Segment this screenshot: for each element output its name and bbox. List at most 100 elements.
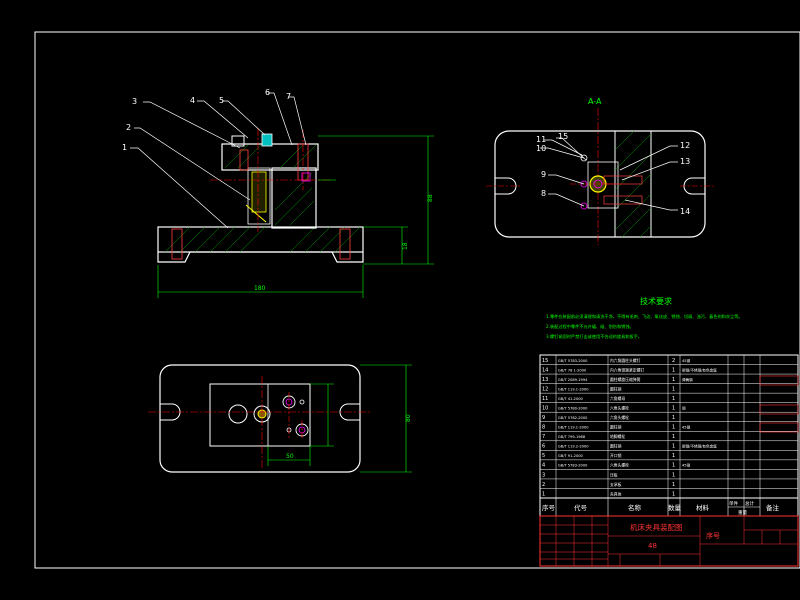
bom-cell: 支承板	[610, 482, 622, 487]
bom-cell: 1	[672, 425, 675, 431]
balloon-3: 3	[132, 97, 137, 106]
section-view	[486, 108, 714, 245]
bom-cell: 圆柱销	[610, 444, 622, 449]
bom-cell: 3	[542, 472, 545, 478]
top-dim-right: 80	[405, 414, 412, 422]
balloon-2: 2	[126, 123, 131, 132]
front-leaders	[130, 92, 307, 229]
bom-cell: 内六角圆柱头螺钉	[610, 358, 641, 363]
bom-cell: GB/T 41-2000	[558, 397, 584, 401]
bom-cell: GB/T 119.2-2000	[558, 445, 589, 449]
bom-cell: 圆柱销	[610, 425, 622, 430]
bom-cell: 六角螺母	[610, 396, 625, 401]
bom-cell: 45钢	[682, 358, 691, 363]
bom-cell: 六角头螺栓	[610, 463, 629, 468]
bom-cell: 钢	[682, 406, 686, 411]
front-view	[130, 92, 434, 298]
balloon-8: 8	[541, 189, 546, 198]
notes-line-2: 2.装配过程中零件不允许磕、碰、划伤和锈蚀。	[546, 323, 634, 330]
balloon-5: 5	[219, 96, 224, 105]
balloon-1: 1	[122, 143, 127, 152]
dim-height-total: 88	[427, 194, 434, 202]
top-dim-bottom: 50	[286, 453, 294, 460]
dim-height-base: 18	[402, 242, 409, 250]
section-title: A-A	[588, 97, 602, 106]
technical-notes: 技术要求 1.零件在装配前必须清理和清洗干净，不得有毛刺、飞边、氧化皮、锈蚀、切…	[546, 296, 743, 340]
top-view	[148, 364, 412, 473]
no-label: 序号	[706, 531, 720, 540]
bom-cell: 圆柱螺旋压缩弹簧	[610, 377, 641, 382]
bom-cell: GB/T 5782-2000	[558, 416, 588, 420]
bom-hdr-no: 序号	[542, 503, 556, 512]
bom-cell: 4	[542, 463, 545, 469]
bom-cell: 1	[672, 482, 675, 488]
balloon-15: 15	[558, 132, 568, 141]
drawing-scale: 48	[648, 542, 657, 550]
bom-cell: GB/T 119.1-2000	[558, 426, 589, 430]
bom-cell: 1	[672, 386, 675, 392]
bom-cell: 六角头螺栓	[610, 415, 629, 420]
balloon-14: 14	[680, 207, 690, 216]
bom-cell: 2	[672, 358, 675, 364]
bom-cell: 夹具体	[610, 491, 622, 496]
section-outline	[494, 130, 706, 238]
base-hatch	[164, 226, 361, 253]
bom-hdr-unit: 单件	[729, 500, 738, 507]
bom-cell: 7	[542, 434, 545, 440]
bom-cell: 1	[672, 463, 675, 469]
bom-cell: 15	[542, 358, 548, 364]
bom-cell: GB/T 5780-2000	[558, 407, 588, 411]
bom-cell: 内六角锥端紧定螺钉	[610, 367, 644, 372]
upright-body	[271, 167, 317, 229]
dim-width: 180	[254, 285, 266, 292]
bom-hdr-code: 代号	[574, 503, 588, 512]
bom-cell: 11	[542, 396, 548, 402]
bom-hdr-weight: 重量	[738, 509, 747, 516]
bom-cell: 圆柱销	[610, 386, 622, 391]
bom-cell: 5	[542, 453, 545, 459]
front-dimensions	[157, 135, 434, 298]
top-block	[221, 143, 319, 171]
balloon-9: 9	[541, 170, 546, 179]
notes-heading: 技术要求	[640, 296, 672, 306]
bom-cell: GB/T 119.1-2000	[558, 387, 589, 391]
balloon-12: 12	[680, 141, 690, 150]
bom-cell: 45钢	[682, 425, 691, 430]
bom-cell: 地脚螺栓	[610, 434, 625, 439]
bom-cell: 1	[672, 415, 675, 421]
bom-cell: 压板	[610, 472, 618, 477]
bom-cell: 1	[672, 377, 675, 383]
bom-cell: 1	[672, 406, 675, 412]
bom-cell: 14	[542, 367, 548, 373]
bom-cell: 1	[672, 453, 675, 459]
bom-cell: 弹簧钢	[682, 377, 693, 382]
base-foot	[157, 251, 364, 263]
bom-hdr-qty: 数量	[668, 503, 682, 512]
section-balloons: 11 15 10 12 13 9 8 14	[536, 132, 690, 216]
bom-cell: 碳钢/不锈钢/有色金属	[682, 367, 717, 372]
bom-cell: 1	[672, 396, 675, 402]
top-outline	[159, 364, 361, 473]
bom-cell: 开口销	[610, 453, 622, 458]
bom-cell: 8	[542, 425, 545, 431]
balloon-4: 4	[190, 96, 195, 105]
bom-hdr-material: 材料	[696, 503, 710, 512]
bom-cell: 1	[672, 434, 675, 440]
bom-cell: 1	[672, 472, 675, 478]
bom-hdr-remark: 备注	[766, 503, 780, 512]
notes-line-3: 3.螺钉紧固时严禁打击或使用不合适的旋具和扳手。	[546, 333, 642, 340]
bom-cell: 13	[542, 377, 548, 383]
bom-cell: 45钢	[682, 463, 691, 468]
bom-cell: GB/T 5783-2000	[558, 464, 588, 468]
bom-cell: GB/T 91-2000	[558, 454, 584, 458]
bom-cell: 10	[542, 406, 548, 412]
bom-cell: 1	[672, 444, 675, 450]
bom-hdr-name: 名称	[628, 503, 642, 512]
balloon-6: 6	[265, 88, 270, 97]
balloon-7: 7	[286, 92, 291, 101]
bom-cell: 12	[542, 386, 548, 392]
bom-cell: GB/T 799-1988	[558, 435, 586, 439]
notes-line-1: 1.零件在装配前必须清理和清洗干净，不得有毛刺、飞边、氧化皮、锈蚀、切屑、油污、…	[546, 313, 743, 320]
